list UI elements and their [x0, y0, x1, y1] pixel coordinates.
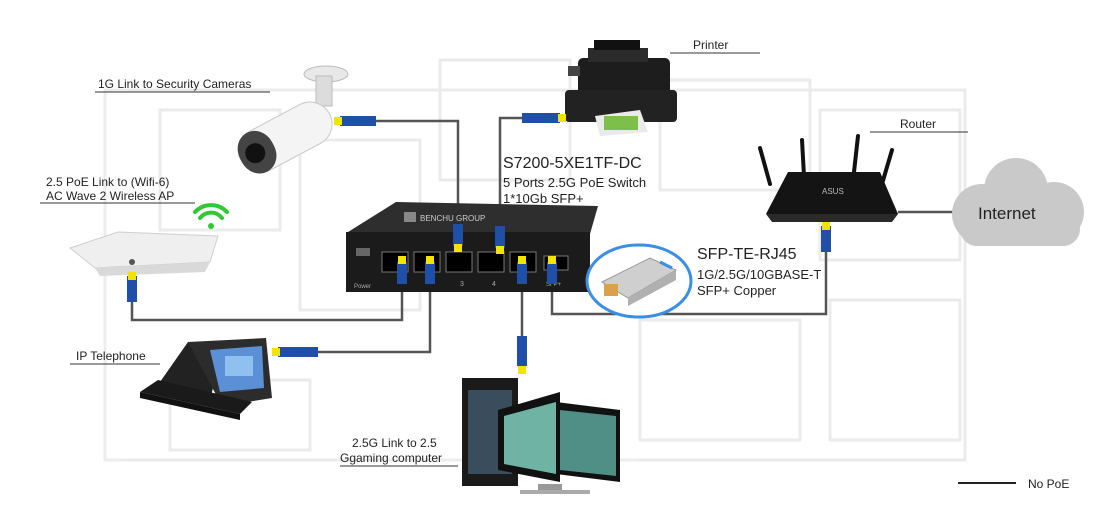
plug-switch-3 — [397, 256, 407, 284]
security-cameras-label: 1G Link to Security Cameras — [98, 77, 251, 91]
plug-printer — [522, 113, 566, 123]
gaming-label-line2: Ggaming computer — [340, 451, 442, 465]
plug-computer — [517, 336, 527, 374]
printer-icon — [565, 40, 677, 136]
wireless-ap-label-line1: 2.5 PoE Link to (Wifi-6) — [46, 175, 169, 189]
switch-desc-line1: 5 Ports 2.5G PoE Switch — [503, 175, 646, 190]
ip-telephone-label: IP Telephone — [76, 349, 146, 363]
ip-telephone-icon — [140, 338, 272, 420]
router-icon — [758, 134, 894, 186]
sfp-module-icon — [585, 243, 693, 319]
sfp-desc-line1: 1G/2.5G/10GBASE-T — [697, 267, 821, 282]
poe-switch-icon: BENCHU GROUP Power 3 4 SFP+ — [346, 202, 598, 292]
plug-ap — [127, 272, 137, 302]
plug-switch-sfp — [547, 256, 557, 284]
router-label: Router — [900, 117, 936, 131]
plug-switch-4 — [425, 256, 435, 284]
port-4-label: 4 — [492, 281, 496, 288]
sfp-port-label: SFP+ — [546, 282, 562, 288]
gaming-computer-icon — [462, 378, 620, 494]
sfp-model-label: SFP-TE-RJ45 — [697, 246, 797, 263]
switch-model-label: S7200-5XE1TF-DC — [503, 155, 642, 172]
wireless-ap-icon — [68, 231, 219, 276]
switch-desc-line2: 1*10Gb SFP+ — [503, 191, 584, 206]
router-body: ASUS — [766, 172, 898, 222]
switch-brand: BENCHU GROUP — [420, 214, 485, 223]
plug-switch-1 — [453, 224, 463, 252]
plug-switch-2 — [495, 226, 505, 254]
printer-label: Printer — [693, 38, 728, 52]
plug-phone — [272, 347, 318, 357]
router-brand: ASUS — [822, 187, 844, 196]
internet-label: Internet — [978, 204, 1036, 223]
cable-camera — [350, 119, 460, 235]
internet-cloud-icon — [952, 158, 1084, 246]
wireless-ap-label-line2: AC Wave 2 Wireless AP — [46, 189, 174, 203]
rj45-plugs — [127, 113, 831, 374]
sfp-desc-line2: SFP+ Copper — [697, 283, 777, 298]
wifi-icon — [193, 203, 229, 229]
plug-camera — [334, 116, 376, 126]
plug-switch-5 — [517, 256, 527, 284]
port-3-label: 3 — [460, 281, 464, 288]
legend-no-poe-label: No PoE — [1028, 477, 1069, 491]
plug-router — [821, 222, 831, 252]
gaming-label-line1: 2.5G Link to 2.5 — [352, 436, 437, 450]
security-camera-icon — [237, 65, 349, 174]
switch-power-label: Power — [354, 284, 371, 290]
